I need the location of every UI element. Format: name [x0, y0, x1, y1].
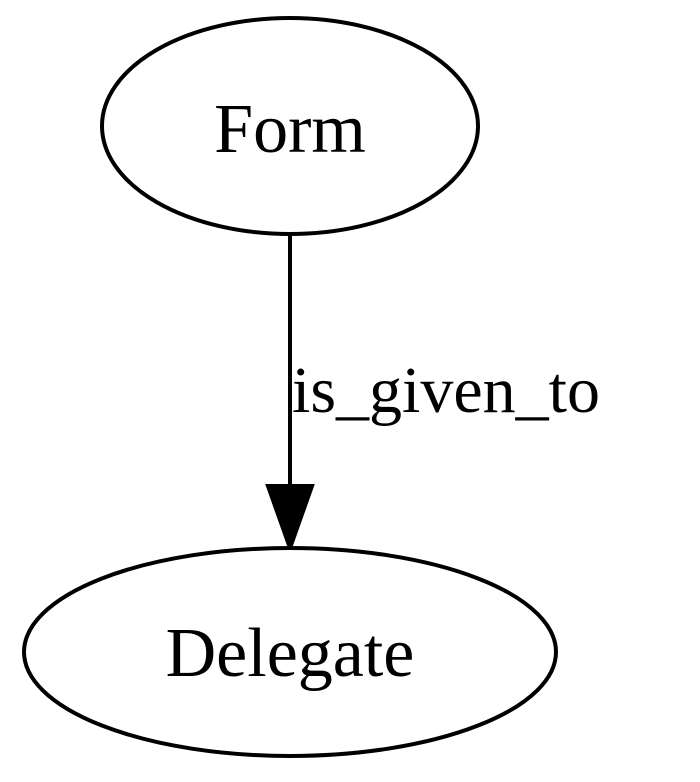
node-delegate-shape	[22, 546, 558, 758]
node-form-label: Form	[214, 91, 366, 168]
node-form[interactable]: Form	[100, 16, 480, 236]
edge-form-to-delegate-arrowhead	[265, 484, 315, 554]
edge-form-to-delegate-label: is_given_to	[292, 354, 600, 427]
node-delegate-label: Delegate	[166, 615, 415, 692]
node-form-shape	[100, 16, 480, 236]
node-delegate[interactable]: Delegate	[22, 546, 558, 758]
edge-form-to-delegate[interactable]: is_given_to	[265, 236, 600, 554]
